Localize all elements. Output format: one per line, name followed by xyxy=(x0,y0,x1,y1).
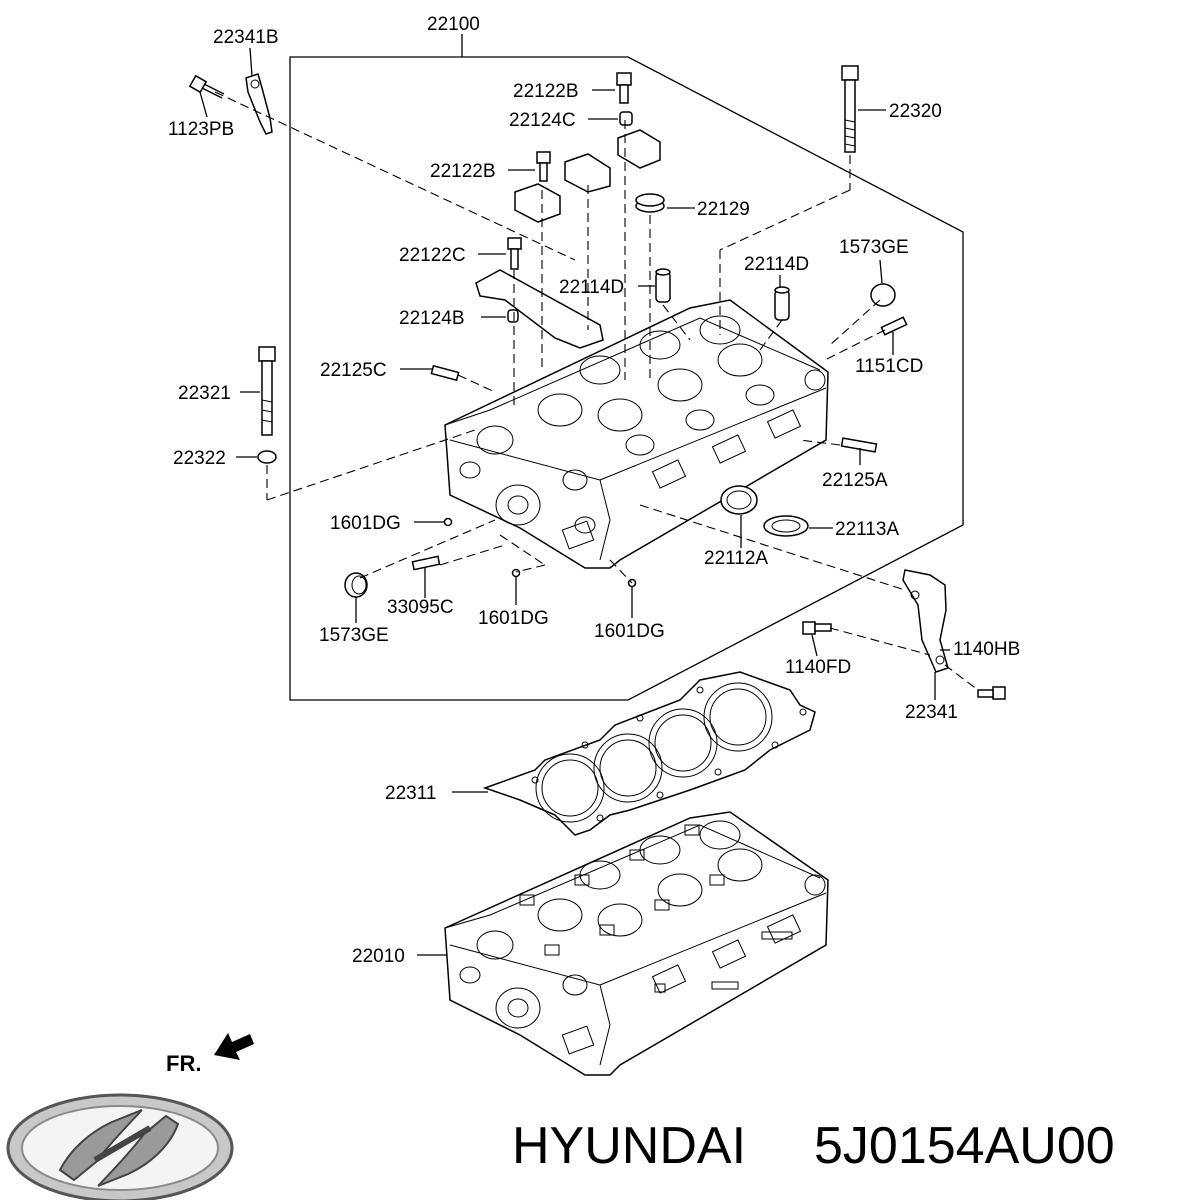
callout-22122b-mid: 22122B xyxy=(430,161,496,182)
bolt-22122b-top xyxy=(616,72,632,104)
callout-22125a: 22125A xyxy=(822,470,888,491)
callout-22122b-top: 22122B xyxy=(513,81,579,102)
ball-1601dg-mid xyxy=(511,568,521,578)
sleeve-22114d-right xyxy=(774,286,790,321)
dowel-22124c xyxy=(619,111,633,126)
callout-1151cd: 1151CD xyxy=(855,356,923,377)
callout-22341: 22341 xyxy=(905,702,958,723)
callout-1601dg-mid: 1601DG xyxy=(478,608,549,629)
callout-1573ge-bottom: 1573GE xyxy=(319,625,389,646)
callout-22100: 22100 xyxy=(427,14,480,35)
oring-22113a xyxy=(763,515,809,537)
plug-1573ge-top xyxy=(870,283,896,307)
callout-22341b: 22341B xyxy=(213,27,279,48)
callout-22125c: 22125C xyxy=(320,360,387,381)
bracket-22341 xyxy=(902,569,949,673)
bracket-22341b xyxy=(245,73,273,135)
sleeve-22114d-left xyxy=(655,268,671,303)
bolt-1123pb xyxy=(188,74,225,99)
stud-1151cd xyxy=(880,316,908,336)
callout-22129: 22129 xyxy=(697,199,750,220)
plug-22129 xyxy=(635,193,665,213)
callout-33095c: 33095C xyxy=(387,597,454,618)
callout-22114d-right: 22114D xyxy=(744,254,809,275)
callout-22113a: 22113A xyxy=(835,519,899,540)
callout-22114d-left: 22114D xyxy=(559,277,624,298)
callout-22320: 22320 xyxy=(889,101,942,122)
camshaft-cap-left xyxy=(514,183,561,223)
pin-33095c xyxy=(411,555,441,571)
cylinder-head-22010 xyxy=(444,811,829,1076)
alignment-lines xyxy=(214,91,979,691)
stud-22125a xyxy=(840,437,878,453)
callout-22124b: 22124B xyxy=(399,308,465,329)
assembly-boundary xyxy=(289,56,964,701)
camshaft-cap-mid xyxy=(564,153,611,193)
cylinder-head-assembly xyxy=(444,299,829,569)
callout-22322: 22322 xyxy=(173,448,226,469)
callout-22321: 22321 xyxy=(178,383,231,404)
bolt-22122b-mid xyxy=(536,151,551,182)
hyundai-logo-icon xyxy=(6,1093,234,1200)
leader-lines xyxy=(199,47,950,956)
callout-22112a: 22112A xyxy=(704,548,768,569)
bolt-22321 xyxy=(258,346,276,436)
callout-1601dg-left: 1601DG xyxy=(330,513,401,534)
callout-22122c: 22122C xyxy=(399,245,466,266)
oring-22112a xyxy=(720,485,758,515)
camshaft-cap-right xyxy=(617,129,661,169)
front-direction-indicator: FR. xyxy=(166,1033,254,1076)
callout-22124c: 22124C xyxy=(509,110,576,131)
ball-1601dg-left xyxy=(443,517,453,527)
dowel-22124b xyxy=(507,309,519,323)
callout-1140hb: 1140HB xyxy=(953,639,1020,660)
head-gasket-22311 xyxy=(482,671,816,836)
brand-name: HYUNDAI xyxy=(512,1117,746,1175)
callout-1123pb: 1123PB xyxy=(168,119,234,140)
head-bolt-22320 xyxy=(841,65,859,153)
callout-labels: 22100 22341B 1123PB 22122B 22124C 22320 … xyxy=(168,14,1020,967)
bolt-1140fd xyxy=(802,621,832,635)
front-arrow-icon xyxy=(214,1033,254,1060)
part-number: 5J0154AU00 xyxy=(814,1117,1115,1175)
front-bearing-cap xyxy=(475,269,604,349)
washer-22322 xyxy=(257,450,277,464)
bolt-1140hb xyxy=(977,686,1006,700)
callout-1140fd: 1140FD xyxy=(785,657,851,678)
bolt-22122c xyxy=(507,237,522,270)
callout-22311: 22311 xyxy=(385,783,436,804)
callout-1573ge-top: 1573GE xyxy=(839,237,909,258)
stud-22125c xyxy=(430,364,460,382)
callout-1601dg-right: 1601DG xyxy=(594,621,665,642)
callout-22010: 22010 xyxy=(352,946,405,967)
plug-1573ge-bottom xyxy=(344,572,368,598)
front-label: FR. xyxy=(166,1051,201,1076)
